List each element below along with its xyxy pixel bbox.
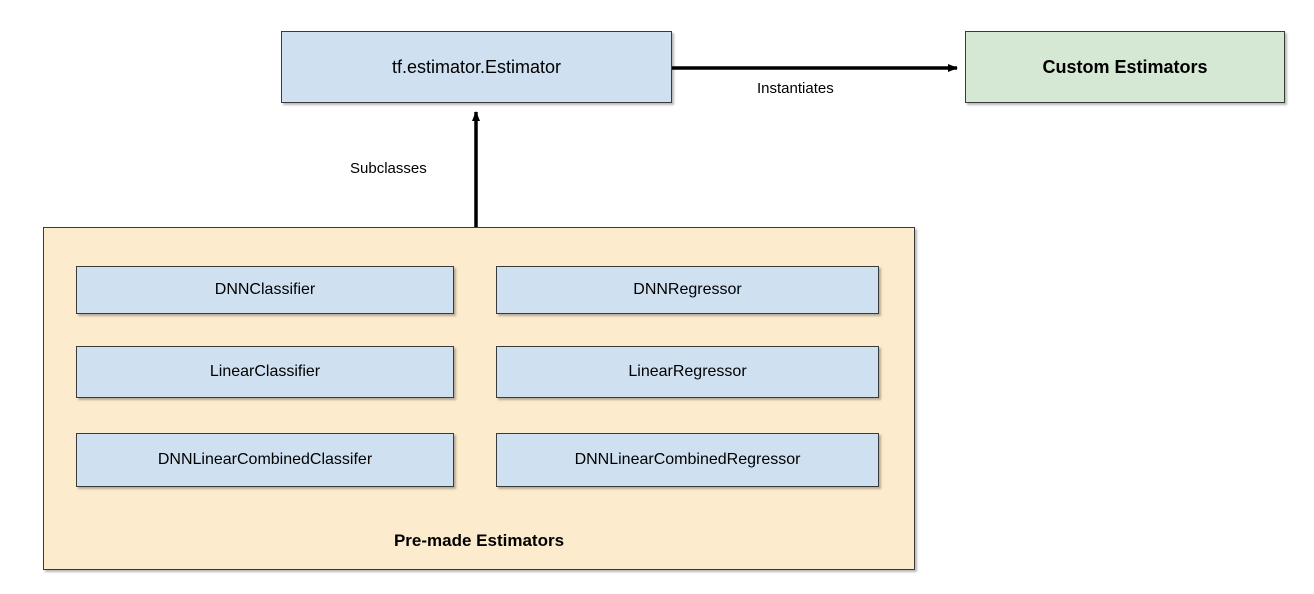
node-dnnlinearcombinedregressor[interactable]: DNNLinearCombinedRegressor	[496, 433, 879, 487]
node-linearregressor[interactable]: LinearRegressor	[496, 346, 879, 398]
node-dnnclassifier[interactable]: DNNClassifier	[76, 266, 454, 314]
node-dnnlinearcombinedclassifer[interactable]: DNNLinearCombinedClassifer	[76, 433, 454, 487]
node-linearclassifier[interactable]: LinearClassifier	[76, 346, 454, 398]
container-pre-made-estimators: DNNClassifier DNNRegressor LinearClassif…	[43, 227, 915, 570]
edge-label-instantiates: Instantiates	[757, 80, 834, 97]
container-title-pre-made-estimators: Pre-made Estimators	[393, 531, 565, 551]
node-tf-estimator-estimator[interactable]: tf.estimator.Estimator	[281, 31, 672, 103]
edge-label-subclasses: Subclasses	[350, 160, 427, 177]
node-dnnregressor[interactable]: DNNRegressor	[496, 266, 879, 314]
node-custom-estimators[interactable]: Custom Estimators	[965, 31, 1285, 103]
